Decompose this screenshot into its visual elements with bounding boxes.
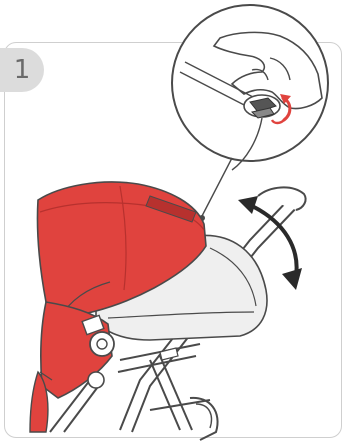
release-button-icon <box>244 95 280 118</box>
callout-leader-line <box>202 158 232 216</box>
rear-wheel <box>190 398 218 440</box>
detail-callout <box>172 5 328 170</box>
